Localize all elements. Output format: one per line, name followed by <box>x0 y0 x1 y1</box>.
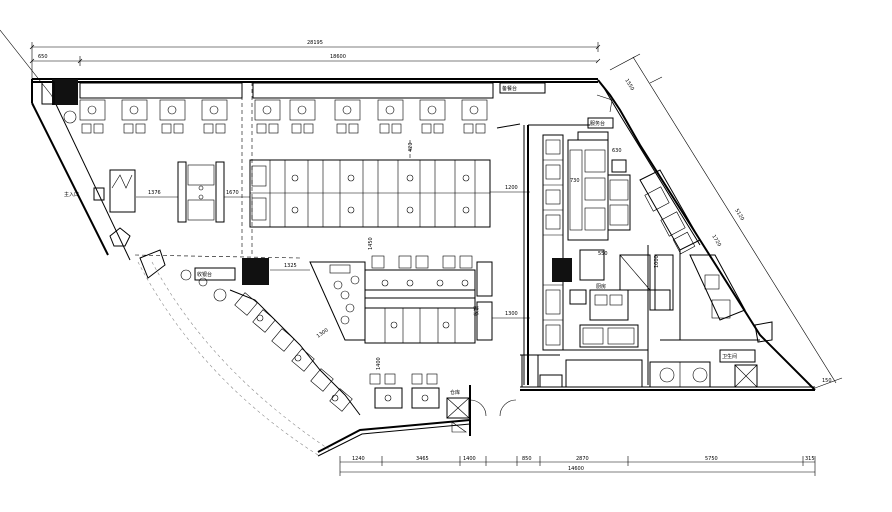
dim-inner-diag: 1300 <box>316 327 330 339</box>
bottom-dimension-lines: 1240 3465 1400 850 2870 5750 315 14600 <box>339 456 816 476</box>
dim-inner-1200-lower: 1300 <box>505 311 518 317</box>
kitchen-entrance-box <box>521 354 539 388</box>
center-left-table-group <box>177 161 225 223</box>
storage-box <box>446 397 470 419</box>
dim-inner-1325: 1325 <box>284 263 297 269</box>
dim-inner-1400: 1400 <box>376 357 382 370</box>
label-kitchen: 厨房 <box>596 283 606 290</box>
host-stand <box>109 227 131 247</box>
dim-top-left-small: 650 <box>38 54 48 60</box>
entrance-kiosk <box>139 249 166 279</box>
top-booth-wall <box>79 82 494 99</box>
dish-counter <box>565 359 643 388</box>
dim-inner-420: 420 <box>408 142 414 152</box>
dim-top-main: 18600 <box>330 54 346 60</box>
curved-front-outer <box>151 261 331 451</box>
booth-chairs-left <box>81 123 226 134</box>
stair-mark <box>451 421 467 433</box>
kitchen-walls <box>520 124 590 385</box>
column-top-left <box>52 79 78 105</box>
dim-right-upper: 1550 <box>623 78 635 92</box>
booth-tables-left <box>79 99 228 121</box>
top-cabinet <box>499 82 546 94</box>
right-dimension-lines: 1550 5120 150 <box>609 53 843 389</box>
kitchen-top-box <box>587 117 614 129</box>
dim-bottom-total: 14600 <box>568 466 584 472</box>
dim-inner-1670: 1670 <box>226 190 239 196</box>
dim-bottom-6: 5750 <box>705 456 718 462</box>
dim-inner-1376: 1376 <box>148 190 161 196</box>
dim-bottom-5: 2870 <box>576 456 589 462</box>
corner-stand <box>41 81 55 105</box>
dim-right-corner: 150 <box>822 378 832 384</box>
center-lower-table-block <box>364 255 493 344</box>
bottom-center-tables <box>369 373 440 409</box>
entrance-mark <box>93 187 105 201</box>
zigzag-divider <box>496 123 521 129</box>
dim-inner-1000: 1000 <box>654 255 660 268</box>
washroom-area: 卫生间 <box>649 321 773 388</box>
dim-inner-630: 630 <box>612 148 622 154</box>
dim-inner-1200-upper: 1200 <box>505 185 518 191</box>
center-grid-seating <box>249 159 491 228</box>
booth-chairs-right <box>256 123 486 134</box>
entrance-door-swing <box>111 174 133 189</box>
circulation-dashes <box>134 82 411 259</box>
center-island <box>309 261 366 341</box>
kitchen-equipment-left <box>542 134 564 351</box>
door-arc-2 <box>499 399 517 417</box>
curved-booths <box>229 289 361 416</box>
entrance-door-frame <box>109 169 136 213</box>
dim-top-overall: 28195 <box>307 40 323 46</box>
column-kitchen <box>552 258 572 282</box>
dim-bottom-1: 1240 <box>352 456 365 462</box>
dim-bottom-7: 315 <box>805 456 815 462</box>
corner-door <box>596 94 613 113</box>
label-cashier: 收银台 <box>197 271 212 278</box>
label-washroom: 卫生间 <box>722 353 737 360</box>
dim-inner-1720: 1720 <box>710 234 722 248</box>
dim-inner-730: 730 <box>570 178 580 184</box>
label-store: 仓库 <box>450 389 460 396</box>
dim-bottom-3: 1400 <box>463 456 476 462</box>
label-side-top: 备餐台 <box>502 85 517 92</box>
door-arc <box>469 399 487 417</box>
cashier-area: 收银台 <box>180 267 236 302</box>
column-center <box>242 258 269 285</box>
label-entrance: 主入口 <box>64 191 79 198</box>
curved-front-inner <box>137 261 319 456</box>
construction-line <box>0 29 53 97</box>
dim-bottom-2: 3465 <box>416 456 429 462</box>
booth-tables-right <box>254 99 488 121</box>
plant <box>63 110 77 124</box>
top-dimension-lines: 28195 650 18600 <box>29 40 601 80</box>
kitchen-equipment-center: 630 730 550 <box>567 131 631 257</box>
label-service: 服务台 <box>590 120 605 127</box>
dim-bottom-4: 850 <box>522 456 532 462</box>
right-wedge-rooms <box>639 169 760 341</box>
kitchen-box-2 <box>539 374 563 388</box>
dim-right-lower: 5120 <box>733 208 745 222</box>
label-stall: 收银 <box>473 306 480 316</box>
dim-inner-550: 550 <box>598 251 608 257</box>
dim-inner-1450: 1450 <box>368 237 374 250</box>
kitchen-equipment-lower: 厨房 1000 <box>569 249 674 348</box>
outer-walls <box>31 78 816 457</box>
